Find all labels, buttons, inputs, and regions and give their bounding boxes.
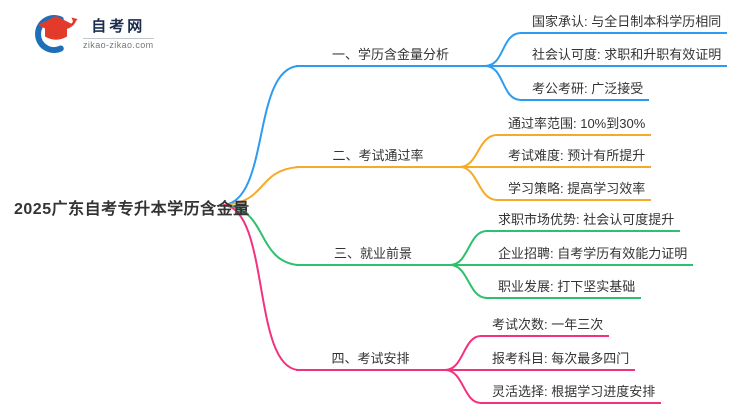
branch-node-4: 四、考试安排 bbox=[296, 349, 445, 371]
central-topic: 2025广东自考专升本学历含金量 bbox=[14, 201, 250, 218]
child-node: 报考科目: 每次最多四门 bbox=[480, 350, 636, 371]
child-node: 企业招聘: 自考学历有效能力证明 bbox=[486, 245, 694, 266]
child-node: 国家承认: 与全日制本科学历相同 bbox=[520, 13, 728, 34]
branch-connector bbox=[223, 32, 522, 206]
logo-domain: zikao-zikao.com bbox=[83, 39, 154, 50]
logo-divider bbox=[83, 37, 154, 39]
child-node: 职业发展: 打下坚实基础 bbox=[486, 278, 642, 299]
child-node: 求职市场优势: 社会认可度提升 bbox=[486, 211, 681, 232]
grad-cap-icon bbox=[35, 15, 78, 53]
child-node: 考公考研: 广泛接受 bbox=[520, 80, 650, 101]
branch-connector bbox=[223, 204, 482, 404]
branch-node-1: 一、学历含金量分析 bbox=[296, 45, 485, 67]
child-node: 学习策略: 提高学习效率 bbox=[496, 180, 652, 201]
logo-name: 自考网 bbox=[91, 17, 146, 35]
child-node: 通过率范围: 10%到30% bbox=[496, 115, 652, 136]
child-node: 考试次数: 一年三次 bbox=[480, 316, 610, 337]
child-node: 灵活选择: 根据学习进度安排 bbox=[480, 383, 662, 404]
logo: 自考网 zikao-zikao.com bbox=[34, 10, 154, 54]
branch-node-2: 二、考试通过率 bbox=[296, 146, 460, 168]
child-node: 社会认可度: 求职和升职有效证明 bbox=[520, 46, 728, 67]
branch-node-3: 三、就业前景 bbox=[296, 244, 450, 266]
child-node: 考试难度: 预计有所提升 bbox=[496, 147, 652, 168]
